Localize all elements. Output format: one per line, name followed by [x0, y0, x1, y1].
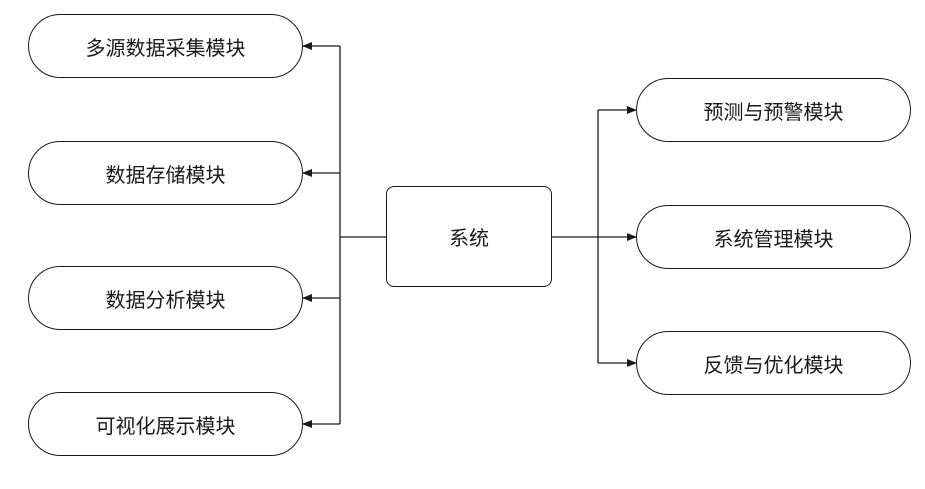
- module-data-analysis: 数据分析模块: [28, 266, 303, 330]
- module-label: 反馈与优化模块: [704, 349, 844, 378]
- module-label: 系统管理模块: [714, 223, 834, 252]
- module-prediction-warning: 预测与预警模块: [636, 78, 911, 142]
- system-label: 系统: [449, 222, 489, 251]
- module-label: 预测与预警模块: [704, 96, 844, 125]
- module-label: 数据存储模块: [106, 159, 226, 188]
- module-data-storage: 数据存储模块: [28, 141, 303, 205]
- module-feedback-optimization: 反馈与优化模块: [636, 331, 911, 395]
- module-label: 多源数据采集模块: [86, 32, 246, 61]
- module-visualization: 可视化展示模块: [28, 392, 303, 456]
- module-system-management: 系统管理模块: [636, 205, 911, 269]
- module-label: 数据分析模块: [106, 284, 226, 313]
- module-multi-source-data-collection: 多源数据采集模块: [28, 14, 303, 78]
- system-node: 系统: [386, 186, 552, 287]
- module-label: 可视化展示模块: [96, 410, 236, 439]
